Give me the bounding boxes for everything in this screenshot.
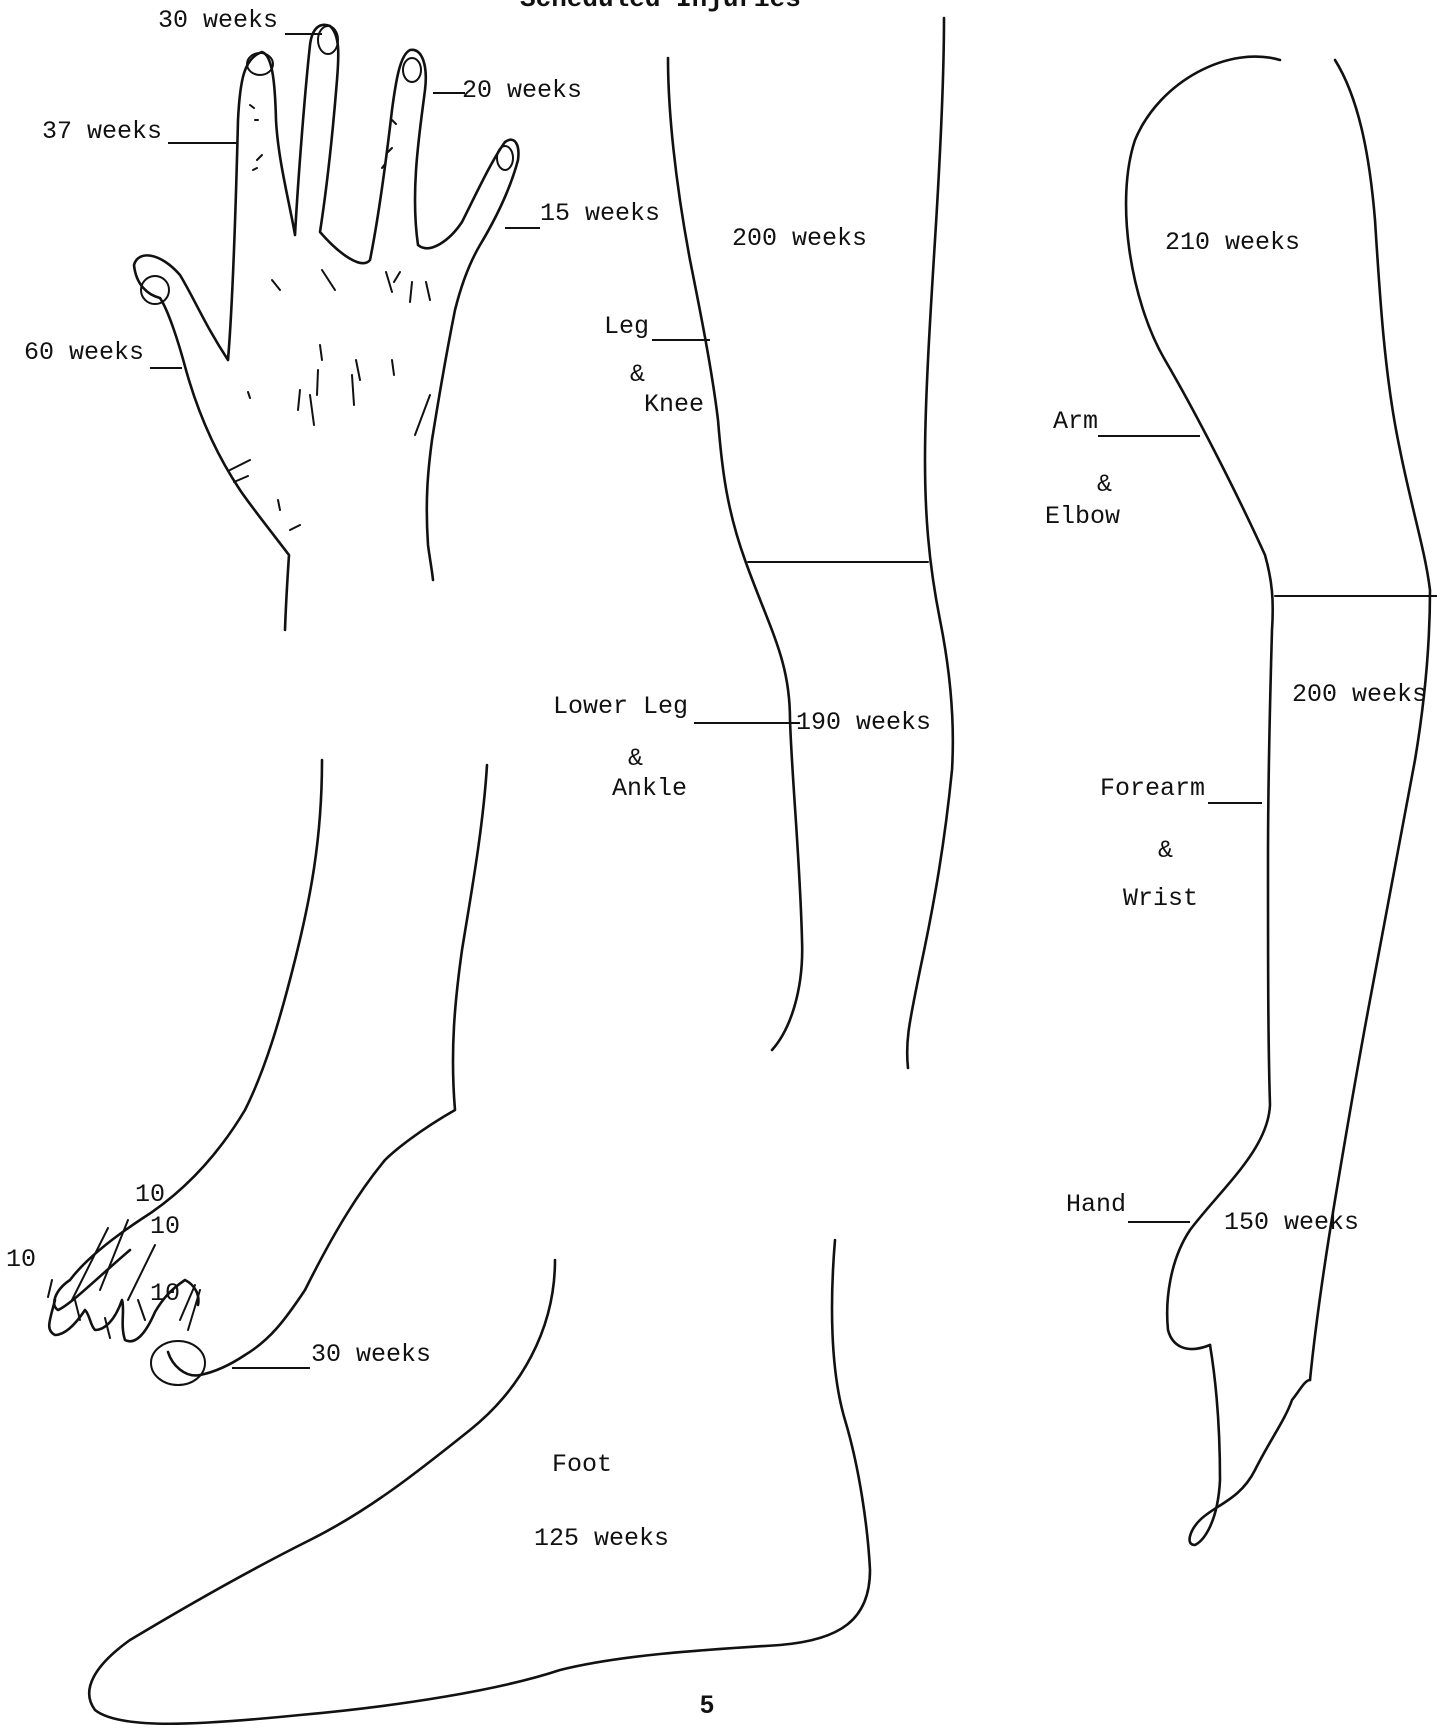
arm-name-label: Arm [1053,409,1098,434]
leg-name-label: Leg [604,314,649,339]
ankle-label: Ankle [612,776,687,801]
elbow-label: Elbow [1045,504,1120,529]
toe-label: 10 [150,1214,180,1239]
leg-amp-label: & [630,362,645,387]
hand-weeks-label: 150 weeks [1224,1210,1359,1235]
forearm-name-label: Forearm [1100,776,1205,801]
hand-drawing [134,25,518,630]
foot-name-label: Foot [552,1452,612,1477]
knee-label: Knee [644,392,704,417]
lower-leg-weeks-label: 190 weeks [796,710,931,735]
page-title: Scheduled Injuries [520,0,801,12]
forearm-amp-label: & [1158,838,1173,863]
foot-drawing [48,760,870,1724]
thumb-label: 60 weeks [24,340,144,365]
middle-finger-label: 30 weeks [158,8,278,33]
forearm-weeks-label: 200 weeks [1292,682,1427,707]
lower-leg-name-label: Lower Leg [553,694,688,719]
little-finger-label: 15 weeks [540,201,660,226]
toe-label: 10 [150,1281,180,1306]
wrist-label: Wrist [1123,886,1198,911]
index-finger-label: 37 weeks [42,119,162,144]
toe-label: 10 [6,1247,36,1272]
toe-label: 10 [135,1182,165,1207]
leg-drawing [668,18,953,1068]
page-number: 5 [700,1693,714,1718]
hand-name-label: Hand [1066,1192,1126,1217]
ring-finger-label: 20 weeks [462,78,582,103]
leader-lines [150,34,1262,1368]
arm-weeks-label: 210 weeks [1165,230,1300,255]
leg-weeks-label: 200 weeks [732,226,867,251]
great-toe-label: 30 weeks [311,1342,431,1367]
lower-leg-amp-label: & [628,746,643,771]
arm-amp-label: & [1097,472,1112,497]
foot-weeks-label: 125 weeks [534,1526,669,1551]
